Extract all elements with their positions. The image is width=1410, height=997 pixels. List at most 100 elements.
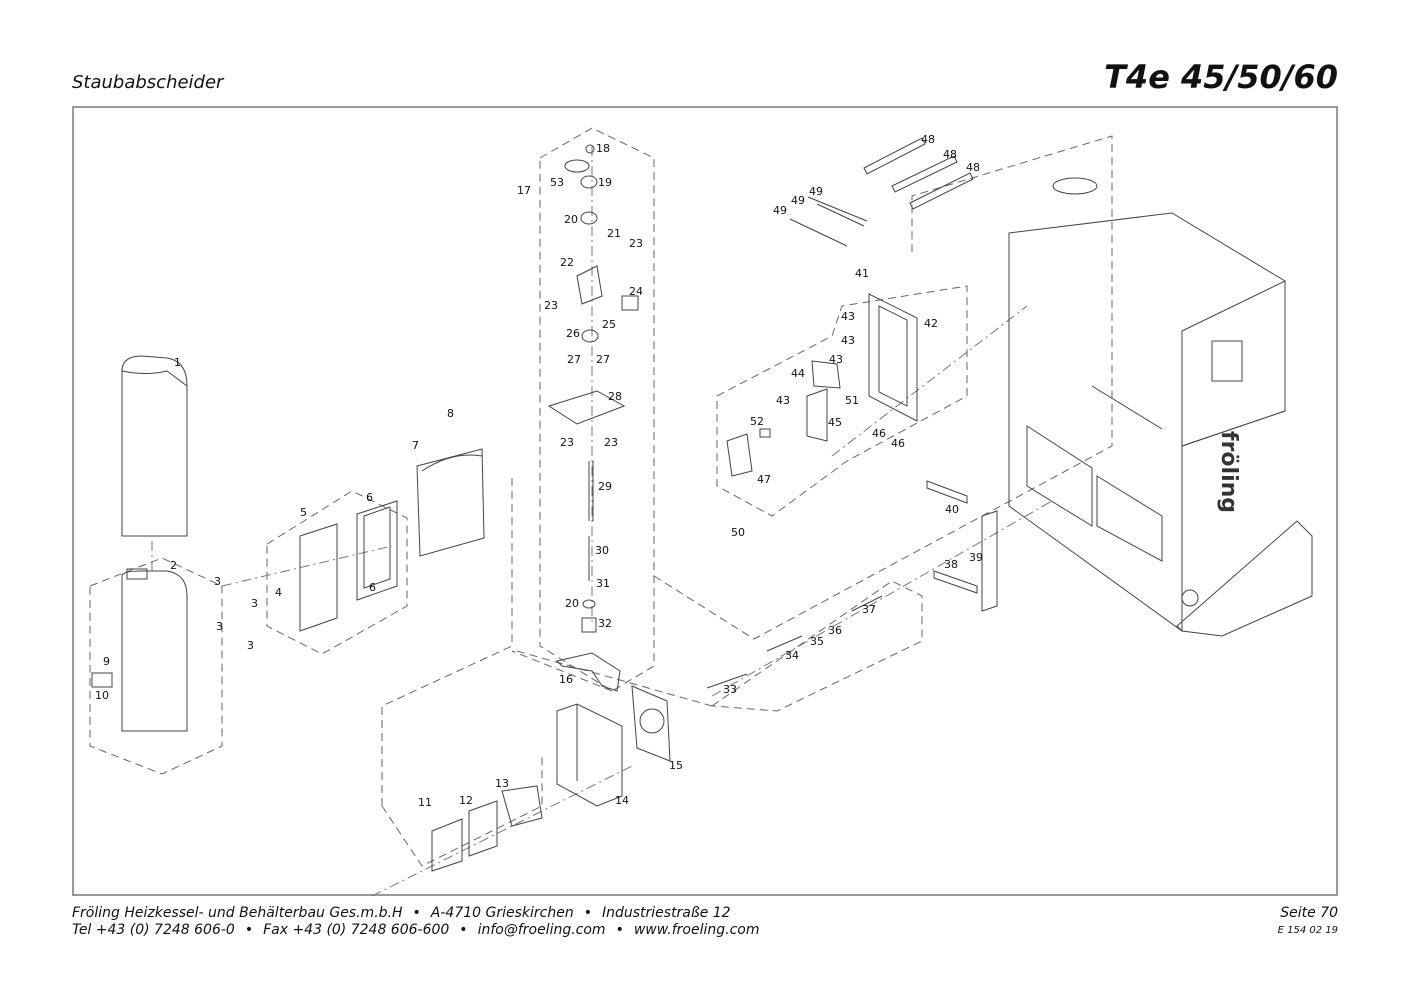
part-label: 43 (841, 310, 855, 323)
housing-parts (556, 685, 671, 807)
part-label: 46 (891, 437, 905, 450)
part-label: 48 (943, 148, 957, 161)
footer-contact-line: Tel +43 (0) 7248 606-0•Fax +43 (0) 7248 … (72, 922, 760, 938)
tie-rod-parts (706, 595, 883, 689)
bracket-48-parts (863, 137, 974, 210)
alignment-lines (151, 146, 1053, 896)
part-label: 52 (750, 415, 764, 428)
part-label: 41 (855, 267, 869, 280)
part-label: 16 (559, 673, 573, 686)
model-title: T4e 45/50/60 (1104, 58, 1338, 96)
part-label: 22 (560, 256, 574, 269)
part-label: 47 (757, 473, 771, 486)
part-label: 17 (517, 184, 531, 197)
part-label: 23 (544, 299, 558, 312)
part-label: 20 (564, 213, 578, 226)
footer-street: Industriestraße 12 (601, 905, 731, 921)
footer-tel: Tel +43 (0) 7248 606-0 (72, 922, 235, 938)
part-label: 37 (862, 603, 876, 616)
part-label: 23 (604, 436, 618, 449)
part-label: 46 (872, 427, 886, 440)
plate-parts (299, 448, 485, 632)
part-label: 13 (495, 777, 509, 790)
part-label: 33 (723, 683, 737, 696)
footer-company: Fröling Heizkessel- und Behälterbau Ges.… (72, 905, 403, 921)
part-label: 5 (300, 506, 307, 519)
part-label: 18 (596, 142, 610, 155)
part-label: 24 (629, 285, 643, 298)
part-label: 29 (598, 480, 612, 493)
part-label: 51 (845, 394, 859, 407)
footer-web: www.froeling.com (633, 922, 760, 938)
part-label: 25 (602, 318, 616, 331)
part-label: 31 (596, 577, 610, 590)
exploded-parts-drawing: fröling 1 2 3 3 3 3 4 5 6 6 7 8 9 10 11 … (89, 127, 1313, 896)
part-label: 6 (366, 491, 373, 504)
part-label: 43 (829, 353, 843, 366)
part-label: 40 (945, 503, 959, 516)
part-label: 8 (447, 407, 454, 420)
electrical-parts (726, 293, 918, 477)
part-label: 7 (412, 439, 419, 452)
part-label: 30 (595, 544, 609, 557)
part-label: 27 (567, 353, 581, 366)
part-label: 15 (669, 759, 683, 772)
page-number: Seite 70 (1280, 905, 1338, 921)
cover-part-1 (121, 355, 188, 537)
part-label: 9 (103, 655, 110, 668)
part-label: 50 (731, 526, 745, 539)
part-label: 23 (560, 436, 574, 449)
part-label: 14 (615, 794, 629, 807)
part-label: 43 (776, 394, 790, 407)
part-label: 2 (170, 559, 177, 572)
part-label: 53 (550, 176, 564, 189)
boiler-brand-text: fröling (1216, 431, 1241, 513)
part-label: 26 (566, 327, 580, 340)
part-label: 6 (369, 581, 376, 594)
part-label: 3 (251, 597, 258, 610)
part-label: 49 (773, 204, 787, 217)
part-label: 35 (810, 635, 824, 648)
footer-city: A-4710 Grieskirchen (430, 905, 574, 921)
boiler-unit (1008, 177, 1313, 637)
part-label: 36 (828, 624, 842, 637)
footer-email: info@froeling.com (477, 922, 606, 938)
part-label: 43 (841, 334, 855, 347)
cover-part-2 (91, 568, 188, 732)
part-label: 27 (596, 353, 610, 366)
part-label: 3 (247, 639, 254, 652)
part-label: 4 (275, 586, 282, 599)
part-label: 20 (565, 597, 579, 610)
part-label: 19 (598, 176, 612, 189)
part-label: 44 (791, 367, 805, 380)
part-label: 49 (791, 194, 805, 207)
section-title: Staubabscheider (72, 72, 224, 93)
part-label: 32 (598, 617, 612, 630)
part-label: 3 (214, 575, 221, 588)
document-number: E 154 02 19 (1277, 925, 1338, 936)
part-label: 28 (608, 390, 622, 403)
footer-company-line: Fröling Heizkessel- und Behälterbau Ges.… (72, 905, 731, 921)
part-label: 49 (809, 185, 823, 198)
part-label: 12 (459, 794, 473, 807)
part-label: 48 (921, 133, 935, 146)
drawing-frame (72, 106, 1338, 896)
actuator-column (547, 144, 639, 692)
part-label: 42 (924, 317, 938, 330)
part-number-labels: 1 2 3 3 3 3 4 5 6 6 7 8 9 10 11 12 13 14… (95, 133, 983, 809)
cable-parts (789, 196, 868, 247)
part-label: 11 (418, 796, 432, 809)
part-label: 48 (966, 161, 980, 174)
bracket-parts (431, 785, 543, 872)
part-label: 21 (607, 227, 621, 240)
part-label: 1 (174, 356, 181, 369)
part-label: 38 (944, 558, 958, 571)
dashed-group-lines (89, 127, 1113, 867)
part-label: 23 (629, 237, 643, 250)
part-label: 39 (969, 551, 983, 564)
part-label: 34 (785, 649, 799, 662)
part-label: 3 (216, 620, 223, 633)
footer-fax: Fax +43 (0) 7248 606-600 (263, 922, 450, 938)
part-label: 45 (828, 416, 842, 429)
part-label: 10 (95, 689, 109, 702)
